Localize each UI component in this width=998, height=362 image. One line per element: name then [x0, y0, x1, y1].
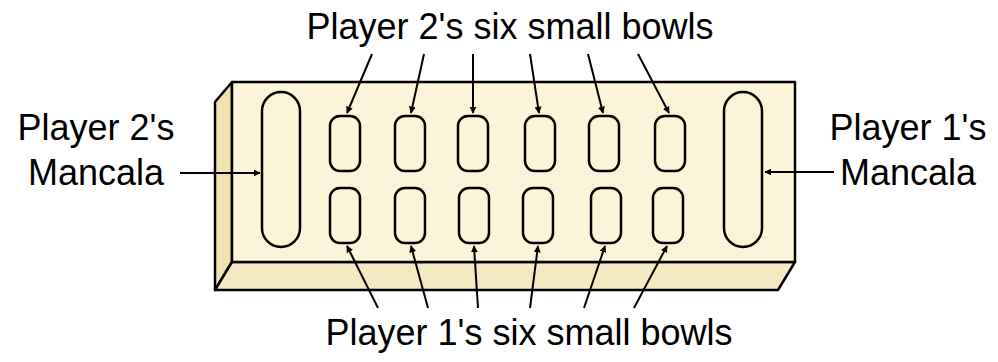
label-text: Player 1's six small bowls — [326, 310, 733, 355]
label-box: Player 1's six small bowls — [269, 310, 789, 355]
board-front — [215, 262, 795, 290]
board-side — [215, 82, 232, 290]
small-bowl — [395, 188, 425, 243]
leader-arrows — [180, 54, 834, 308]
label-box: Player 1's Mancala — [822, 105, 994, 195]
leader-arrow — [584, 246, 605, 308]
label-box: Player 2's six small bowls — [250, 4, 770, 49]
small-bowl — [459, 188, 489, 243]
board-top — [232, 82, 795, 262]
small-bowl — [655, 116, 685, 171]
leader-arrow — [588, 54, 603, 113]
leader-arrow — [530, 54, 539, 113]
label-text: Player 2's Mancala — [10, 105, 182, 195]
small-bowl — [523, 188, 553, 243]
leader-arrow — [472, 54, 474, 113]
small-bowl — [525, 116, 555, 171]
leader-arrow — [180, 172, 260, 174]
small-bowl — [330, 188, 360, 243]
leader-arrow — [634, 246, 667, 308]
small-bowl — [591, 188, 621, 243]
leader-arrow — [411, 246, 428, 308]
small-bowl — [589, 116, 619, 171]
small-bowls — [330, 116, 685, 243]
label-box: Player 2's Mancala — [10, 105, 182, 195]
leader-arrow — [474, 246, 478, 308]
small-bowl — [395, 116, 425, 171]
mancala-store — [724, 92, 762, 247]
leader-arrow — [530, 246, 538, 308]
leader-arrow — [347, 54, 372, 113]
small-bowl — [458, 116, 488, 171]
small-bowl — [653, 188, 683, 243]
board — [215, 82, 795, 290]
mancala-store — [262, 92, 300, 247]
leader-arrow — [411, 54, 424, 113]
small-bowl — [330, 116, 360, 171]
label-text: Player 2's six small bowls — [307, 4, 714, 49]
label-text: Player 1's Mancala — [822, 105, 994, 195]
leader-arrow — [638, 54, 669, 113]
leader-arrow — [765, 171, 834, 173]
leader-arrow — [347, 246, 378, 308]
